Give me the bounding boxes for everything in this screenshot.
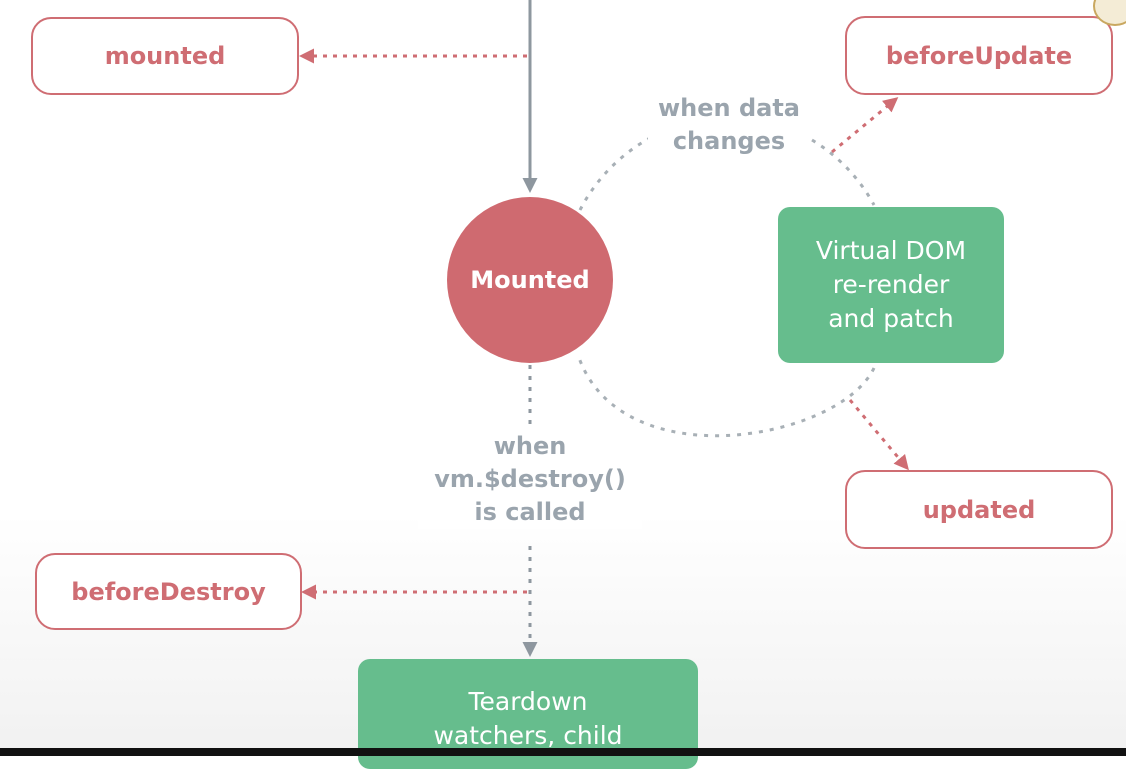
arrow-to-updated-hook xyxy=(848,399,909,471)
before-destroy-hook: beforeDestroy xyxy=(35,553,302,630)
destroy-called-caption: when vm.$destroy() is called xyxy=(418,430,642,529)
mounted-hook: mounted xyxy=(31,17,299,95)
rerender-line-2: re-render xyxy=(832,270,950,299)
updated-hook: updated xyxy=(845,470,1113,549)
bottom-edge-bar xyxy=(0,748,1126,756)
teardown-line-2: watchers, child xyxy=(433,721,623,750)
before-update-hook: beforeUpdate xyxy=(845,16,1113,95)
data-changes-caption: when data changes xyxy=(648,92,810,158)
update-cycle-arc-right xyxy=(811,138,876,206)
rerender-line-1: Virtual DOM xyxy=(815,236,967,265)
teardown-line-1: Teardown xyxy=(468,687,588,716)
data-changes-line-2: changes xyxy=(672,127,786,155)
destroy-called-line-3: is called xyxy=(474,498,586,526)
arrow-to-before-update-hook xyxy=(831,97,899,154)
rerender-step-box: Virtual DOM re-render and patch xyxy=(778,207,1004,363)
data-changes-line-1: when data xyxy=(657,94,801,122)
update-cycle-arc-bottom xyxy=(576,354,876,438)
mounted-state-circle: Mounted xyxy=(447,197,613,363)
update-cycle-arc-left xyxy=(578,136,651,211)
destroy-called-line-1: when xyxy=(493,432,567,460)
rerender-line-3: and patch xyxy=(828,304,954,333)
destroy-called-line-2: vm.$destroy() xyxy=(434,465,626,493)
